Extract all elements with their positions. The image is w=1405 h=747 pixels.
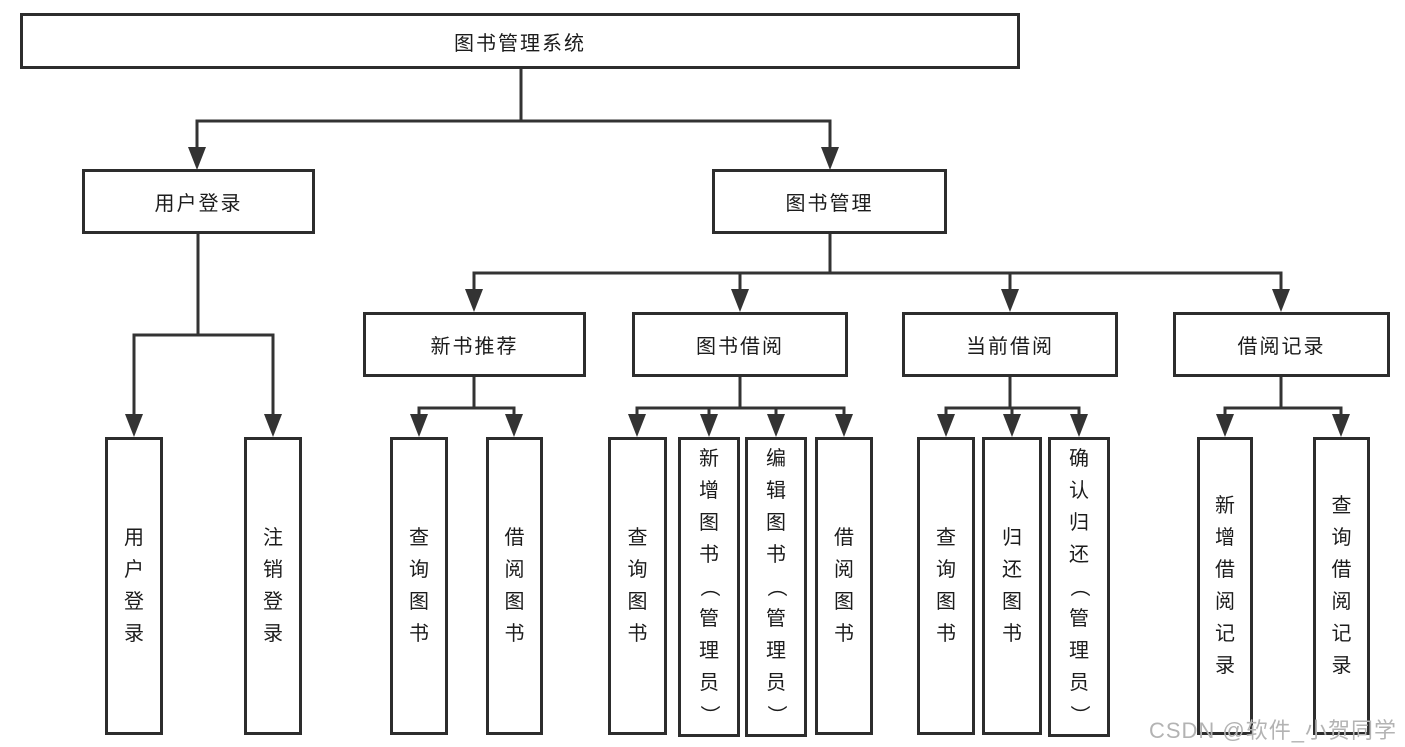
leaf-add-borrow-record: 新增借阅记录 xyxy=(1197,437,1253,735)
leaf-borrow-books: 借阅图书 xyxy=(815,437,873,735)
leaf-borrow-books: 借阅图书 xyxy=(486,437,543,735)
watermark: CSDN @软件_小贺同学 xyxy=(1148,718,1397,743)
leaf-edit-book-admin: 编辑图书（管理员） xyxy=(745,437,807,737)
node-book-management: 图书管理 xyxy=(712,169,947,234)
leaf-user-login: 用户登录 xyxy=(105,437,163,735)
leaf-query-books: 查询图书 xyxy=(917,437,975,735)
leaf-query-borrow-record: 查询借阅记录 xyxy=(1313,437,1370,735)
node-library-management-system: 图书管理系统 xyxy=(20,13,1020,69)
node-current-borrow: 当前借阅 xyxy=(902,312,1118,377)
node-user-login: 用户登录 xyxy=(82,169,315,234)
leaf-confirm-return-admin: 确认归还（管理员） xyxy=(1048,437,1110,737)
leaf-return-books: 归还图书 xyxy=(982,437,1042,735)
node-borrow-records: 借阅记录 xyxy=(1173,312,1390,377)
leaf-query-books: 查询图书 xyxy=(390,437,448,735)
node-book-borrow: 图书借阅 xyxy=(632,312,848,377)
node-new-book-recommend: 新书推荐 xyxy=(363,312,586,377)
leaf-logout: 注销登录 xyxy=(244,437,302,735)
leaf-add-book-admin: 新增图书（管理员） xyxy=(678,437,740,737)
leaf-query-books: 查询图书 xyxy=(608,437,667,735)
